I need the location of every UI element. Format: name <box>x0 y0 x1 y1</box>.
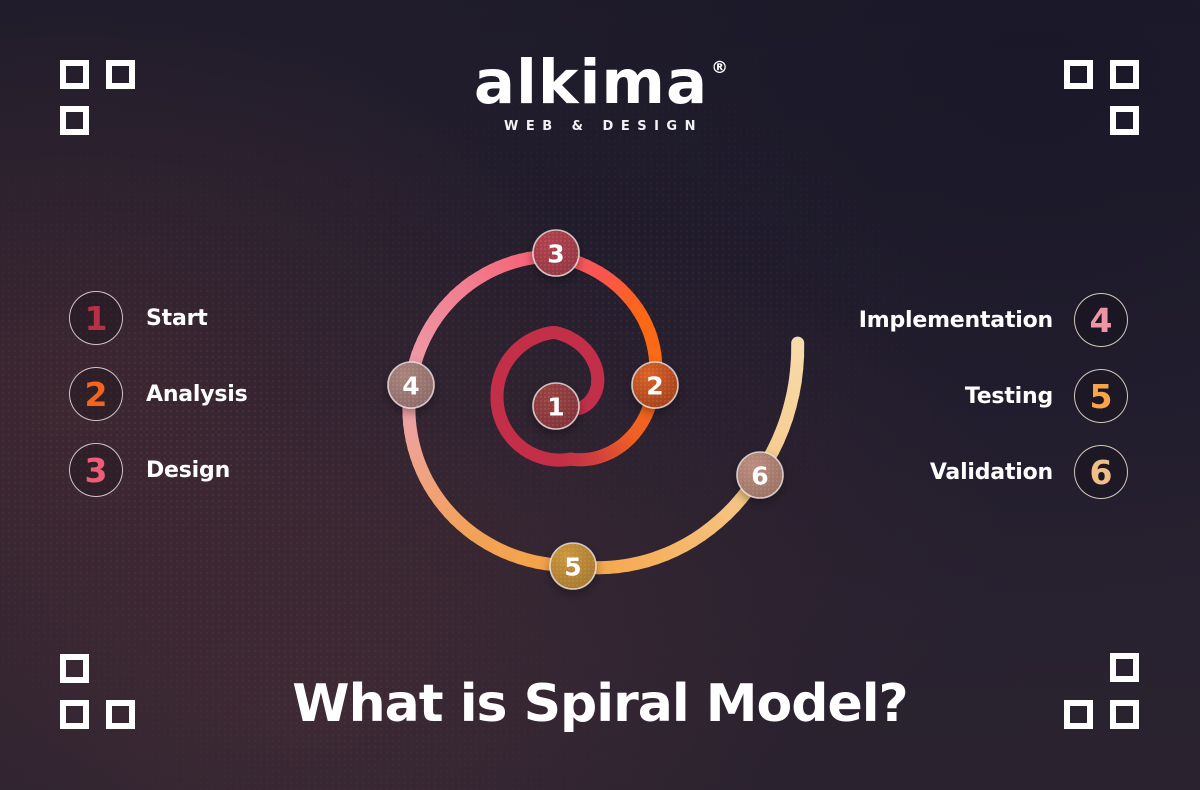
square-icon <box>1110 60 1139 89</box>
spiral-node-3: 3 <box>532 229 580 277</box>
legend-label: Design <box>146 457 231 483</box>
step-badge-4: 4 <box>1074 293 1128 347</box>
square-icon <box>106 60 135 89</box>
step-number: 3 <box>84 450 108 490</box>
corner-decoration-top-left <box>60 60 135 135</box>
page-title: What is Spiral Model? <box>292 674 908 734</box>
square-icon <box>1110 106 1139 135</box>
corner-decoration-bottom-right <box>1064 653 1139 729</box>
square-icon <box>106 700 135 729</box>
corner-decoration-bottom-left <box>60 654 135 729</box>
spiral-node-6: 6 <box>736 451 784 499</box>
spiral-node-2: 2 <box>631 361 679 409</box>
legend-item-testing: Testing 5 <box>788 369 1128 423</box>
square-icon <box>1110 700 1139 729</box>
legend-right: Implementation 4 Testing 5 Validation 6 <box>788 293 1128 521</box>
spiral-node-number: 2 <box>646 372 663 401</box>
step-badge-5: 5 <box>1074 369 1128 423</box>
corner-decoration-top-right <box>1064 60 1139 135</box>
legend-item-validation: Validation 6 <box>788 445 1128 499</box>
legend-label: Testing <box>964 383 1053 409</box>
step-badge-2: 2 <box>69 367 123 421</box>
brand-tagline: WEB & DESIGN <box>504 119 703 134</box>
spiral-node-number: 4 <box>402 372 419 401</box>
spiral-path <box>402 249 805 575</box>
square-icon <box>60 700 89 729</box>
brand-logo: alkima® WEB & DESIGN <box>0 52 1200 134</box>
spiral-node-4: 4 <box>387 361 435 409</box>
legend-item-implementation: Implementation 4 <box>788 293 1128 347</box>
step-badge-6: 6 <box>1074 445 1128 499</box>
legend-item-analysis: 2 Analysis <box>69 367 248 421</box>
spiral-node-number: 3 <box>547 240 564 269</box>
square-icon <box>1110 653 1139 682</box>
square-icon <box>1064 60 1093 89</box>
legend-label: Start <box>146 305 208 331</box>
step-number: 6 <box>1089 452 1113 492</box>
spiral-node-number: 6 <box>751 462 768 491</box>
spiral-node-number: 1 <box>547 393 564 422</box>
legend-item-design: 3 Design <box>69 443 248 497</box>
step-badge-3: 3 <box>69 443 123 497</box>
legend-label: Validation <box>929 459 1053 485</box>
step-number: 4 <box>1089 300 1113 340</box>
spiral-node-1: 1 <box>532 382 580 430</box>
legend-item-start: 1 Start <box>69 291 248 345</box>
step-number: 2 <box>84 374 108 414</box>
brand-name: alkima® <box>473 47 730 118</box>
legend-label: Analysis <box>146 381 248 407</box>
legend-left: 1 Start 2 Analysis 3 Design <box>69 291 248 519</box>
square-icon <box>1064 700 1093 729</box>
step-number: 1 <box>84 298 108 338</box>
square-icon <box>60 654 89 683</box>
step-number: 5 <box>1089 376 1113 416</box>
registered-trademark-icon: ® <box>711 58 730 78</box>
spiral-node-number: 5 <box>564 553 581 582</box>
square-icon <box>60 60 89 89</box>
square-icon <box>60 106 89 135</box>
spiral-node-5: 5 <box>549 542 597 590</box>
step-badge-1: 1 <box>69 291 123 345</box>
legend-label: Implementation <box>858 307 1053 333</box>
